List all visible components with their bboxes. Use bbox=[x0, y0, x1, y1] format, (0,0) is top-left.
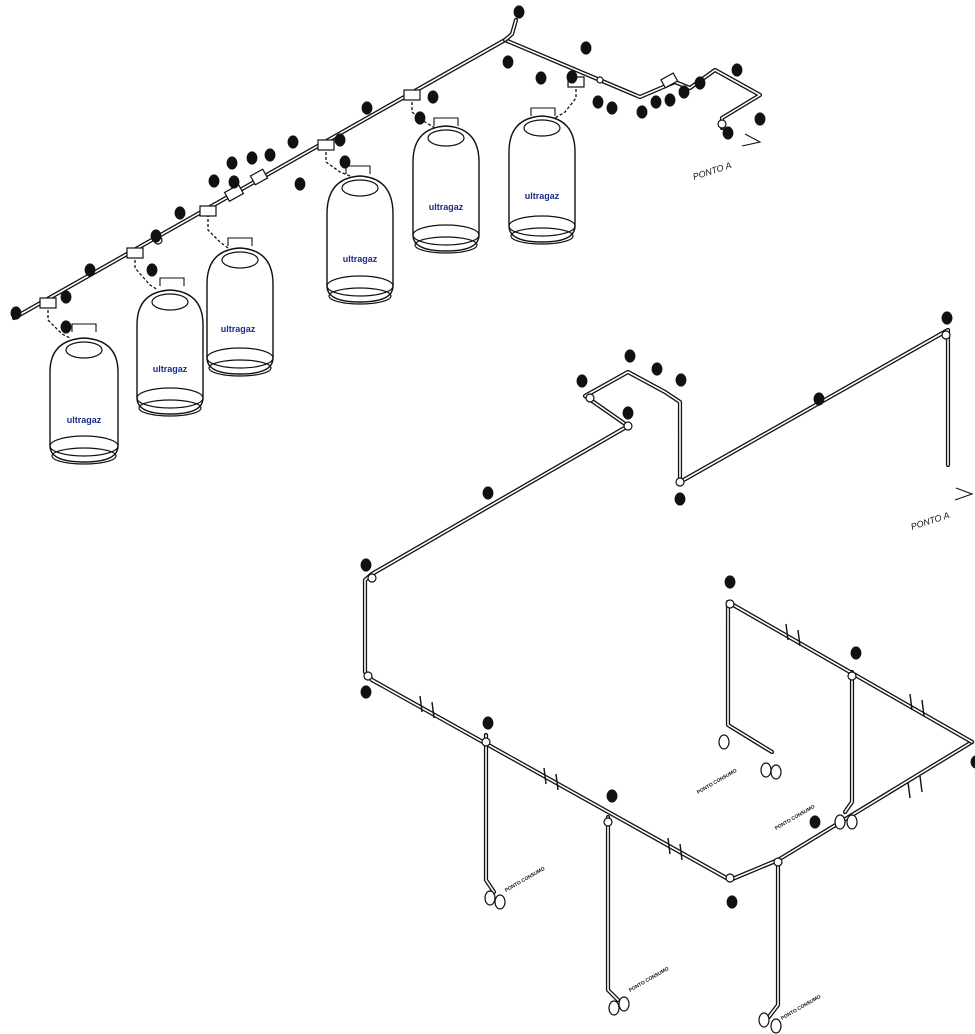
reference-bubbles bbox=[10, 5, 975, 909]
reference-bubble bbox=[360, 558, 372, 572]
point-of-use-label: PONTO CONSUMO bbox=[504, 866, 546, 894]
reference-bubble bbox=[694, 76, 706, 90]
distribution-piping bbox=[362, 327, 975, 1021]
reference-bubble bbox=[651, 362, 663, 376]
reference-bubble bbox=[624, 349, 636, 363]
reference-bubble bbox=[246, 151, 258, 165]
point-of-use-label: PONTO CONSUMO bbox=[774, 804, 816, 832]
reference-bubble bbox=[427, 90, 439, 104]
reference-bubble bbox=[722, 126, 734, 140]
ponto-a-label: PONTO A bbox=[910, 510, 951, 532]
ponto-a-right-marker: PONTO A bbox=[910, 487, 974, 532]
reference-bubble bbox=[287, 135, 299, 149]
reference-bubble bbox=[580, 41, 592, 55]
reference-bubble bbox=[502, 55, 514, 69]
reference-bubble bbox=[970, 755, 975, 769]
reference-bubble bbox=[414, 111, 426, 125]
cylinder-connectors bbox=[39, 76, 585, 339]
gas-cylinder-4: ultragaz bbox=[326, 165, 394, 305]
reference-bubble bbox=[150, 229, 162, 243]
reference-bubble bbox=[360, 685, 372, 699]
gas-cylinder-6: ultragaz bbox=[508, 107, 576, 245]
reference-bubble bbox=[60, 320, 72, 334]
cylinder-brand-label: ultragaz bbox=[343, 254, 378, 264]
reference-bubble bbox=[84, 263, 96, 277]
cylinder-brand-label: ultragaz bbox=[221, 324, 256, 334]
reference-bubble bbox=[264, 148, 276, 162]
reference-bubble bbox=[228, 175, 240, 189]
reference-bubble bbox=[731, 63, 743, 77]
reference-bubble bbox=[566, 70, 578, 84]
cylinder-brand-label: ultragaz bbox=[67, 415, 102, 425]
reference-bubble bbox=[535, 71, 547, 85]
reference-bubble bbox=[636, 105, 648, 119]
reference-bubble bbox=[294, 177, 306, 191]
reference-bubble bbox=[208, 174, 220, 188]
reference-bubble bbox=[576, 374, 588, 388]
reference-bubble bbox=[678, 85, 690, 99]
reference-bubble bbox=[592, 95, 604, 109]
reference-bubble bbox=[334, 133, 346, 147]
cylinder-brand-label: ultragaz bbox=[153, 364, 188, 374]
point-of-use-label: PONTO CONSUMO bbox=[628, 966, 670, 994]
gas-cylinder-2: ultragaz bbox=[136, 277, 204, 417]
gas-cylinder-1: ultragaz bbox=[49, 323, 119, 465]
reference-bubble bbox=[724, 575, 736, 589]
point-of-use-labels: PONTO CONSUMO PONTO CONSUMO PONTO CONSUM… bbox=[504, 768, 822, 1022]
ponto-a-label: PONTO A bbox=[692, 160, 733, 182]
reference-bubble bbox=[482, 716, 494, 730]
reference-bubble bbox=[664, 93, 676, 107]
reference-bubble bbox=[813, 392, 825, 406]
reference-bubble bbox=[674, 492, 686, 506]
reference-bubble bbox=[850, 646, 862, 660]
cylinder-brand-label: ultragaz bbox=[429, 202, 464, 212]
reference-bubble bbox=[482, 486, 494, 500]
point-of-use-label: PONTO CONSUMO bbox=[696, 768, 738, 796]
reference-bubble bbox=[174, 206, 186, 220]
reference-bubble bbox=[622, 406, 634, 420]
reference-bubble bbox=[809, 815, 821, 829]
gas-cylinder-5: ultragaz bbox=[412, 117, 480, 254]
reference-bubble bbox=[361, 101, 373, 115]
reference-bubble bbox=[513, 5, 525, 19]
gas-cylinder-3: ultragaz bbox=[206, 237, 274, 377]
reference-bubble bbox=[675, 373, 687, 387]
point-of-use-label: PONTO CONSUMO bbox=[780, 994, 822, 1022]
point-of-use-terminals bbox=[484, 734, 858, 1034]
ponto-a-top-marker: PONTO A bbox=[692, 133, 762, 182]
reference-bubble bbox=[339, 155, 351, 169]
reference-bubble bbox=[754, 112, 766, 126]
reference-bubble bbox=[60, 290, 72, 304]
reference-bubble bbox=[726, 895, 738, 909]
cylinder-brand-label: ultragaz bbox=[525, 191, 560, 201]
reference-bubble bbox=[606, 101, 618, 115]
reference-bubble bbox=[650, 95, 662, 109]
reference-bubble bbox=[606, 789, 618, 803]
reference-bubble bbox=[146, 263, 158, 277]
reference-bubble bbox=[226, 156, 238, 170]
reference-bubble bbox=[10, 306, 22, 320]
reference-bubble bbox=[941, 311, 953, 325]
